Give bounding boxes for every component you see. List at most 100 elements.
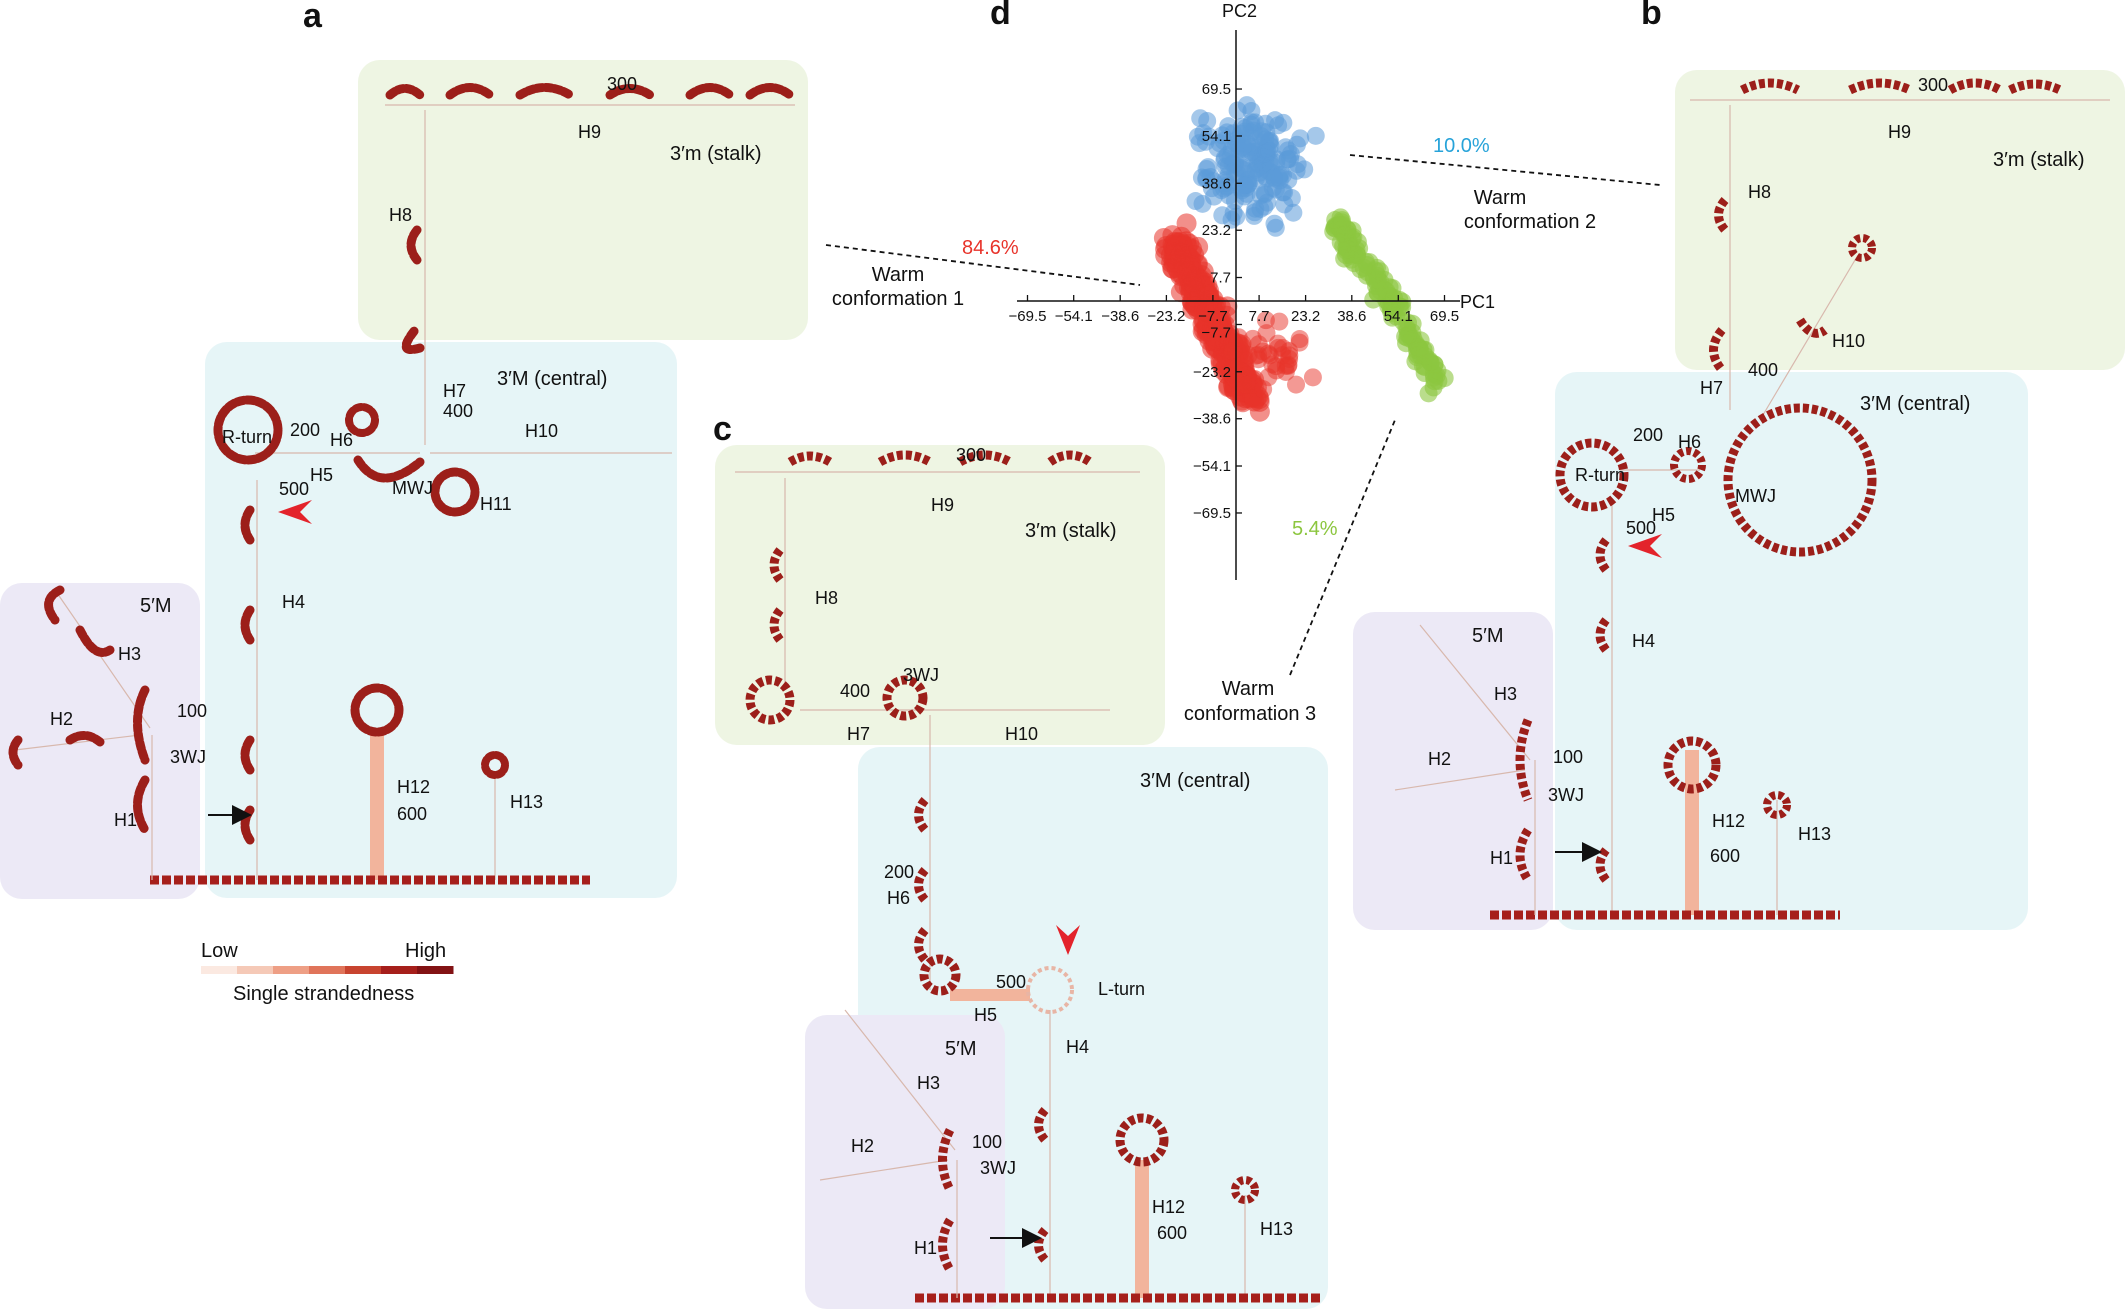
label-h5-b: H5 [1652, 505, 1675, 525]
label-mwj-a: MWJ [392, 478, 433, 498]
pca-point-conf3 [1398, 313, 1417, 332]
rna-structure-b [1394, 99, 2110, 920]
cleavage-arrowhead-c [1056, 925, 1080, 955]
label-h2-c: H2 [851, 1136, 874, 1156]
pca-point-conf2 [1245, 206, 1264, 225]
pc2-tick-label: −54.1 [1193, 458, 1231, 475]
label-h9-a: H9 [578, 122, 601, 142]
label-400-c: 400 [840, 681, 870, 701]
pc2-tick-label: 54.1 [1202, 128, 1231, 145]
pca-point-conf3 [1370, 262, 1389, 281]
stalk-domain-box-b [1675, 70, 2125, 370]
pca-point-conf2 [1306, 126, 1325, 145]
pc1-tick-label: 54.1 [1384, 308, 1413, 325]
pca-point-conf1 [1237, 375, 1256, 394]
conf2-percent: 10.0% [1433, 135, 1490, 157]
label-300-a: 300 [607, 74, 637, 94]
pca-point-conf1 [1257, 324, 1276, 343]
legend-low-label: Low [201, 940, 238, 962]
label-rturn-b: R-turn [1575, 465, 1625, 485]
label-300-b: 300 [1918, 75, 1948, 95]
label-h13-a: H13 [510, 792, 543, 812]
stalk-domain-box-a [358, 60, 808, 340]
pca-point-conf2 [1250, 163, 1269, 182]
legend-swatch [273, 966, 310, 974]
pca-point-conf1 [1229, 328, 1248, 347]
label-3wj-a: 3WJ [170, 747, 206, 767]
label-100-b: 100 [1553, 747, 1583, 767]
pca-point-conf2 [1265, 214, 1284, 233]
legend-title: Single strandedness [233, 983, 414, 1005]
pca-point-conf2 [1233, 138, 1252, 157]
pca-point-conf2 [1270, 168, 1289, 187]
pca-point-conf1 [1207, 313, 1228, 334]
label-100-a: 100 [177, 701, 207, 721]
label-h3-b: H3 [1494, 684, 1517, 704]
pca-point-conf1 [1188, 236, 1209, 257]
pca-point-conf1 [1198, 286, 1219, 307]
label-h3-c: H3 [917, 1073, 940, 1093]
pc1-tick-label: −69.5 [1009, 308, 1047, 325]
single-strand-loops-a [8, 83, 795, 845]
label-600-c: 600 [1157, 1223, 1187, 1243]
pc2-tick-label: −23.2 [1193, 364, 1231, 381]
label-500-b: 500 [1626, 518, 1656, 538]
legend-swatch [381, 966, 418, 974]
central-label-b: 3′M (central) [1860, 393, 1970, 415]
pca-point-conf3 [1396, 327, 1415, 346]
pca-point-conf2 [1186, 192, 1205, 211]
cleavage-arrowhead-a [278, 500, 312, 524]
pca-point-conf2 [1190, 134, 1209, 153]
conf3-line1: Warm [1222, 678, 1275, 700]
label-h6-c: H6 [887, 888, 910, 908]
pca-point-conf2 [1218, 146, 1237, 165]
legend-high-label: High [405, 940, 446, 962]
pc2-tick-label: −38.6 [1193, 411, 1231, 428]
conf1-line1: Warm [872, 264, 925, 286]
label-3wj-b: 3WJ [1548, 785, 1584, 805]
label-h9-b: H9 [1888, 122, 1911, 142]
label-mwj-b: MWJ [1735, 486, 1776, 506]
label-3wj-c2: 3WJ [980, 1158, 1016, 1178]
stalk-domain-box-c [715, 445, 1165, 745]
pca-point-conf1 [1290, 330, 1309, 349]
five-prime-domain-box-c [805, 1015, 1005, 1309]
pca-point-conf3 [1377, 282, 1396, 301]
label-400-b: 400 [1748, 360, 1778, 380]
conf2-leader-line [1349, 154, 1661, 186]
pca-point-conf3 [1410, 342, 1429, 361]
conf1-leader-line [825, 244, 1141, 286]
pca-point-conf2 [1197, 170, 1216, 189]
label-h4-a: H4 [282, 592, 305, 612]
label-300-c: 300 [956, 445, 986, 465]
legend-swatch [417, 966, 454, 974]
pca-ticks: −69.5−69.5−54.1−54.1−38.6−38.6−23.2−23.2… [1009, 81, 1460, 522]
label-h13-c: H13 [1260, 1219, 1293, 1239]
five-prime-label-a: 5′M [140, 595, 172, 617]
stalk-label-b: 3′m (stalk) [1993, 149, 2085, 171]
label-600-a: 600 [397, 804, 427, 824]
pca-point-conf2 [1225, 191, 1244, 210]
pca-point-conf2 [1256, 144, 1275, 163]
label-200-a: 200 [290, 420, 320, 440]
conf3-line2: conformation 3 [1184, 703, 1316, 725]
pca-point-conf2 [1275, 183, 1294, 202]
pca-point-conf1 [1176, 213, 1197, 234]
pca-point-conf2 [1288, 155, 1307, 174]
five-prime-label-c: 5′M [945, 1038, 977, 1060]
pc2-tick-label: 23.2 [1202, 222, 1231, 239]
label-200-b: 200 [1633, 425, 1663, 445]
label-rturn-a: R-turn [222, 427, 272, 447]
pca-point-conf2 [1228, 101, 1247, 120]
single-strand-loops-c [745, 450, 1259, 1273]
label-h1-a: H1 [114, 810, 137, 830]
label-h7-b: H7 [1700, 378, 1723, 398]
cleavage-arrowhead-b [1628, 534, 1662, 558]
panel-label-b: b [1641, 0, 1662, 32]
stalk-label-a: 3′m (stalk) [670, 143, 762, 165]
legend-swatch [309, 966, 346, 974]
pca-axes [1017, 30, 1460, 580]
five-prime-domain-box-b [1353, 612, 1553, 930]
panel-b: b 3′m (stalk) 3′M (central) 5′M 300 H9 H… [1353, 0, 2125, 930]
